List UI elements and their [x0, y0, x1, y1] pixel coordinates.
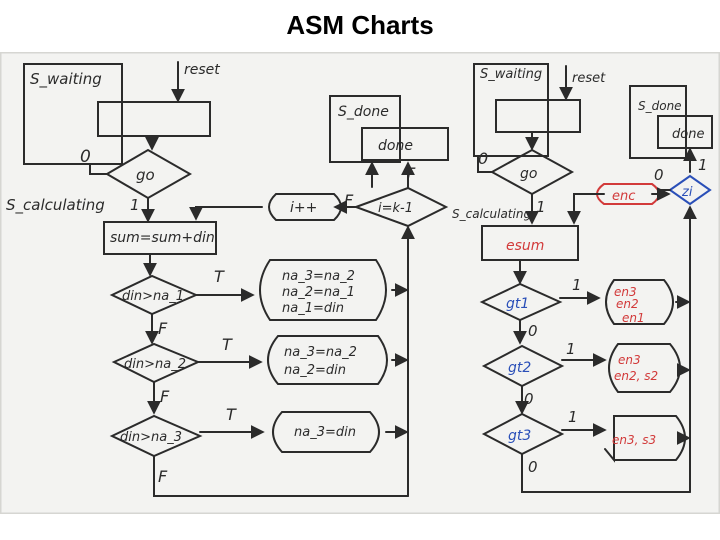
right-o3-l1: en3, s3 — [612, 433, 656, 447]
left-true-label-2: T — [222, 335, 233, 354]
left-cond3-label: din>na_3 — [120, 430, 182, 445]
right-reset-label: reset — [572, 71, 606, 86]
left-go-zero-loop — [89, 163, 108, 175]
right-zi-diamond — [668, 174, 712, 206]
right-gt1-diamond — [479, 282, 563, 322]
right-one-label-zi: 1 — [698, 156, 708, 174]
left-reset-label: reset — [184, 62, 220, 78]
left-cond-i-diamond — [353, 186, 449, 228]
slide-title: ASM Charts — [286, 10, 434, 40]
right-zi-label: zi — [681, 185, 693, 200]
right-go-label: go — [520, 166, 537, 182]
left-iplus-box — [268, 193, 342, 221]
left-done-action-box — [361, 127, 449, 161]
left-false-label-2: F — [160, 387, 170, 406]
right-gt3-diamond — [481, 412, 565, 456]
left-true-label-done: T — [404, 165, 416, 185]
right-zero-label-zi: 0 — [654, 166, 664, 184]
left-sum-label: sum=sum+din — [110, 230, 215, 246]
left-state-waiting-label: S_waiting — [30, 70, 102, 89]
left-one-label: 1 — [130, 196, 140, 214]
left-state-done-label: S_done — [338, 104, 389, 120]
right-one-label-calc: 1 — [536, 198, 546, 216]
right-state-waiting-label: S_waiting — [480, 67, 542, 82]
right-o2-l2: en2, s2 — [614, 369, 658, 383]
left-cond3-diamond — [109, 414, 203, 458]
left-out1-line1: na_3=na_2 — [282, 269, 355, 284]
right-one-label-2: 1 — [566, 340, 576, 358]
left-done-state-box — [329, 95, 401, 163]
left-iplus-label: i++ — [290, 200, 317, 216]
left-cond1-label: din>na_1 — [122, 289, 184, 304]
left-waiting-state-box — [23, 63, 123, 165]
left-iplus-to-calc — [189, 206, 263, 221]
right-go-diamond — [489, 148, 575, 196]
left-false-label-1: F — [158, 319, 168, 338]
left-true-label-3: T — [226, 405, 237, 424]
left-cond3-false — [153, 455, 409, 497]
right-zero-label-2: 0 — [524, 390, 534, 408]
left-zero-label: 0 — [80, 147, 91, 167]
left-false-label-3: F — [158, 467, 168, 486]
right-out2-box — [608, 343, 681, 393]
right-go-zero-loop — [477, 155, 493, 173]
left-out1-line2: na_2=na_1 — [282, 285, 355, 300]
left-cond2-label: din>na_2 — [124, 357, 186, 372]
left-true-label-1: T — [214, 267, 225, 286]
right-gt2-diamond — [481, 344, 565, 388]
right-zero-label-1: 0 — [528, 322, 538, 340]
left-sum-box — [103, 221, 217, 255]
right-esum-label: esum — [506, 238, 544, 254]
left-out3-box — [272, 411, 380, 453]
right-waiting-action-box — [495, 99, 581, 133]
right-one-label-3: 1 — [568, 408, 578, 426]
left-waiting-action-box — [97, 101, 211, 137]
left-false-label-i: F — [344, 191, 354, 210]
left-out3-line1: na_3=din — [294, 425, 356, 440]
right-enc-label: enc — [612, 189, 635, 204]
left-go-label: go — [136, 166, 155, 184]
right-out1-box — [605, 279, 674, 325]
left-done-label: done — [378, 138, 413, 154]
right-done-action-box — [657, 115, 713, 149]
left-cond-i-label: i=k-1 — [378, 201, 413, 216]
right-o1-l3: en1 — [622, 311, 645, 325]
right-esum-box — [481, 225, 579, 261]
right-done-label: done — [672, 127, 704, 142]
left-out2-box — [267, 335, 388, 385]
right-gt1-label: gt1 — [506, 296, 529, 312]
whiteboard — [0, 52, 720, 514]
right-waiting-state-box — [473, 63, 549, 157]
left-out1-line3: na_1=din — [282, 301, 344, 316]
left-out2-line2: na_2=din — [284, 363, 346, 378]
left-out1-box — [259, 259, 387, 321]
right-out3-box — [604, 415, 686, 463]
right-one-label-1: 1 — [572, 276, 582, 294]
right-zero-label-3: 0 — [528, 458, 538, 476]
right-o2-l1: en3 — [618, 353, 641, 367]
left-out2-line1: na_3=na_2 — [284, 345, 357, 360]
right-state-calculating-label: S_calculating — [452, 207, 531, 221]
right-gt3-label: gt3 — [508, 428, 531, 444]
right-enc-back — [567, 193, 605, 225]
right-o1-l2: en2 — [616, 297, 639, 311]
right-state-done-label: S_done — [638, 99, 682, 113]
right-o1-l1: en3 — [614, 285, 637, 299]
left-state-calculating-label: S_calculating — [6, 196, 105, 215]
right-gt3-false — [521, 453, 691, 493]
right-gt2-label: gt2 — [508, 360, 531, 376]
right-enc-box — [596, 183, 660, 205]
whiteboard-photo: S_waiting reset go 0 S_done done T S_cal… — [0, 52, 720, 514]
left-go-diamond — [105, 148, 193, 200]
right-zero-label: 0 — [478, 149, 488, 168]
